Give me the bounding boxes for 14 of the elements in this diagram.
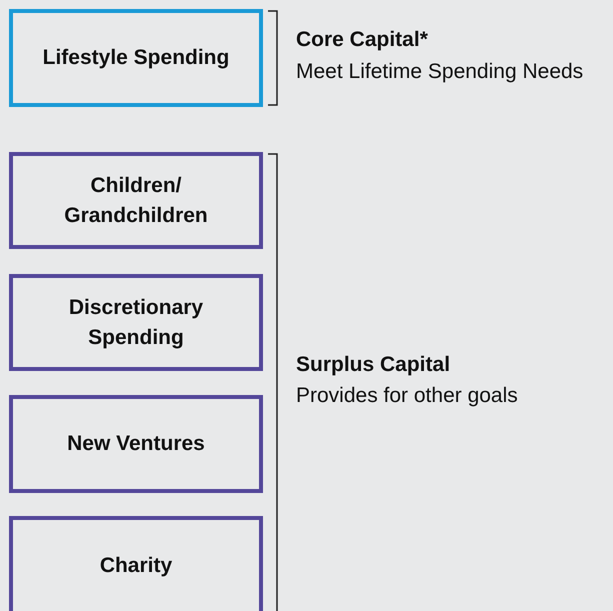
category-box <box>9 9 263 107</box>
category-box <box>9 274 263 371</box>
group-heading: Surplus Capital <box>296 353 450 377</box>
category-box <box>9 152 263 249</box>
box-label: Lifestyle Spending <box>42 45 230 71</box>
category-box <box>9 395 263 493</box>
box-label: Charity <box>100 553 172 579</box>
group-description: Provides for other goals <box>296 384 518 408</box>
box-label: Discretionary Spending <box>68 294 204 350</box>
box-label: New Ventures <box>67 431 205 457</box>
group-heading: Core Capital* <box>296 28 428 52</box>
box-label: Children/ Grandchildren <box>63 172 209 228</box>
group-description: Meet Lifetime Spending Needs <box>296 60 584 84</box>
category-box <box>9 516 263 611</box>
